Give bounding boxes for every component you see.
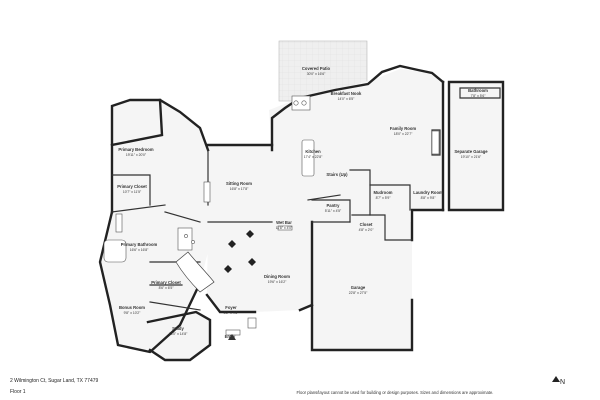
room-label-laundry-room: Laundry Room	[413, 190, 443, 195]
walls	[98, 64, 505, 362]
disclaimer-text: Floor plans/layout cannot be used for bu…	[296, 390, 494, 395]
room-label-mudroom: Mudroom	[373, 190, 392, 195]
floor-fill	[100, 69, 503, 360]
room-dimensions-sitting-room: 16'8" x 17'8"	[230, 187, 249, 191]
room-dimensions-breakfast-nook: 14'0" x 6'5"	[338, 97, 356, 101]
address-label: 2 Wilmington Ct, Sugar Land, TX 77479	[10, 378, 99, 384]
compass-icon: N	[552, 376, 565, 386]
room-dimensions-study: 13'0" x 14'8"	[169, 332, 188, 336]
room-label-stairs-up: Stairs (Up)	[326, 172, 348, 177]
floor-label: Floor 1	[10, 389, 26, 395]
svg-text:N: N	[560, 379, 565, 386]
room-label-garage: Garage	[351, 285, 366, 290]
room-label-foyer: Foyer	[225, 305, 237, 310]
room-dimensions-garage: 22'8" x 27'5"	[349, 291, 368, 295]
room-label-study: Study	[172, 326, 184, 331]
room-dimensions-closet: 4'8" x 2'0"	[359, 228, 375, 232]
room-label-covered-patio: Covered Patio	[302, 66, 331, 71]
room-label-entry: Entry	[225, 334, 236, 339]
room-dimensions-wet-bar: 11'8" x 4'0"	[276, 226, 293, 230]
fixtures	[103, 95, 440, 336]
room-dimensions-covered-patio: 30'0" x 16'6"	[307, 72, 326, 76]
room-dimensions-separate-garage: 19'10" x 21'6"	[461, 155, 482, 159]
room-dimensions-foyer: 8'2" x 4'8"	[224, 311, 240, 315]
room-dimensions-primary-closet-2: 8'6" x 6'5"	[159, 286, 175, 290]
room-dimensions-primary-bathroom: 16'6" x 16'8"	[130, 248, 149, 252]
room-dimensions-family-room: 18'0" x 22'7"	[394, 132, 413, 136]
columns	[224, 230, 256, 273]
room-label-wet-bar: Wet Bar	[276, 220, 292, 225]
room-label-primary-closet: Primary Closet	[117, 184, 147, 189]
room-dimensions-laundry-room: 8'8" x 9'8"	[421, 196, 437, 200]
room-label-breakfast-nook: Breakfast Nook	[331, 91, 362, 96]
room-dimensions-bathroom: 7'8" x 5'6"	[471, 94, 487, 98]
entry-arrow-icon	[228, 334, 236, 340]
room-label-primary-bathroom: Primary Bathroom	[121, 242, 158, 247]
room-label-family-room: Family Room	[390, 126, 417, 131]
room-dimensions-pantry: 5'11" x 4'5"	[325, 209, 342, 213]
room-label-kitchen: Kitchen	[305, 149, 321, 154]
room-dimensions-primary-bedroom: 19'11" x 20'0"	[126, 153, 147, 157]
room-label-sitting-room: Sitting Room	[226, 181, 252, 186]
room-dimensions-bonus-room: 9'8" x 10'2"	[124, 311, 142, 315]
room-dimensions-mudroom: 8'7" x 5'9"	[376, 196, 392, 200]
room-label-primary-bedroom: Primary Bedroom	[118, 147, 153, 152]
room-dimensions-kitchen: 17'4" x 22'8"	[304, 155, 323, 159]
room-label-closet: Closet	[360, 222, 373, 227]
room-label-pantry: Pantry	[326, 203, 340, 208]
room-label-bathroom: Bathroom	[468, 88, 488, 93]
stairs-up-curve	[175, 251, 215, 293]
room-dimensions-dining-room: 19'6" x 16'2"	[268, 280, 287, 284]
room-label-dining-room: Dining Room	[264, 274, 290, 279]
room-label-separate-garage: Separate Garage	[454, 149, 488, 154]
room-label-bonus-room: Bonus Room	[119, 305, 145, 310]
room-label-primary-closet-2: Primary Closet	[151, 280, 181, 285]
room-dimensions-primary-closet: 10'7" x 11'5"	[123, 190, 142, 194]
